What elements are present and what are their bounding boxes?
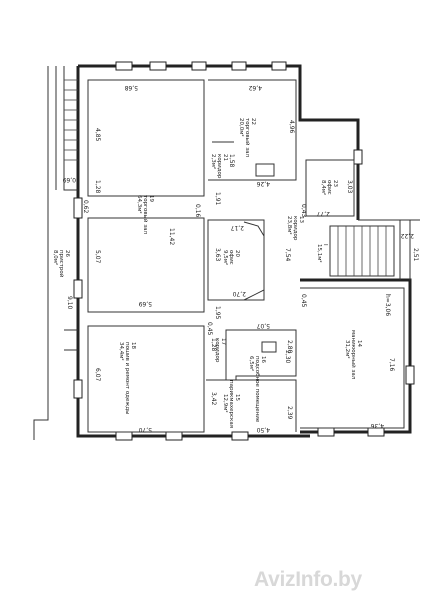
dim-label: 11,42 xyxy=(168,228,175,245)
room-19-number: 19 xyxy=(148,195,154,202)
dim-label: 0,16 xyxy=(194,204,201,218)
room-15-name: парикмахерская xyxy=(228,380,234,428)
room-1-number: I xyxy=(322,244,328,246)
dim-label: 5,68 xyxy=(124,84,138,91)
room-21-number: 21 xyxy=(222,154,228,161)
room-1-area: 15,1м² xyxy=(316,244,323,263)
fixture-22 xyxy=(255,163,275,177)
room-23-number: 23 xyxy=(332,180,338,187)
dim-label: 1,58 xyxy=(228,154,235,168)
dim-label: 2,80 xyxy=(286,340,293,354)
room-23-area: 8,4м² xyxy=(320,180,327,195)
room-16-name: подсобное помещение xyxy=(254,356,260,423)
dim-label: 3,42 xyxy=(210,392,217,406)
room-22-number: 22 xyxy=(250,118,256,125)
room-22-name: торговый зал xyxy=(244,118,251,158)
room-14-number: 14 xyxy=(356,340,362,347)
room-26-name: пристрой xyxy=(58,250,65,278)
watermark: AvizInfo.by xyxy=(254,568,362,592)
room-13-name: коридор xyxy=(292,216,298,241)
windows xyxy=(73,61,415,441)
dim-label: 2,17 xyxy=(230,224,244,231)
annex-26 xyxy=(33,66,78,440)
room-15-number: 15 xyxy=(234,394,240,401)
dim-label: 4,62 xyxy=(248,84,262,91)
room-16-area: 6,5м² xyxy=(248,356,255,371)
dim-label: 0,62 xyxy=(82,200,89,214)
room-14-area: 31,2м² xyxy=(344,340,351,359)
dim-label: 4,50 xyxy=(256,426,270,433)
dim-label: 2,30 xyxy=(284,350,291,364)
dim-label: 5,07 xyxy=(256,322,270,329)
room-20-area: 9,5м² xyxy=(222,250,229,265)
dim-label: 2,70 xyxy=(232,290,246,297)
room-20-number: 20 xyxy=(234,250,240,257)
dim-label: 2,22 xyxy=(400,232,414,239)
room-26-number: 26 xyxy=(64,250,70,257)
dim-label: 2,77 xyxy=(316,210,330,217)
dim-label: 3,63 xyxy=(214,248,221,262)
dim-label: 4,26 xyxy=(256,180,270,187)
room-17-name: коридор xyxy=(214,338,220,363)
room-18-number: 18 xyxy=(130,342,136,349)
watermark-suffix: .by xyxy=(332,568,362,591)
room-labels: 19 торговый зал 64,3м² 22 торговый зал 2… xyxy=(52,118,362,428)
room-20-name: офис xyxy=(228,250,234,265)
room-26-area: 8,0м² xyxy=(52,250,59,265)
room-18-area: 34,4м² xyxy=(118,342,125,361)
room-22-area: 20,0м² xyxy=(238,118,245,137)
dim-label: 0,69 xyxy=(62,176,76,183)
dim-label: 2,39 xyxy=(286,406,293,420)
dim-label: 0,45 xyxy=(206,322,213,336)
dim-label: 7,54 xyxy=(284,248,291,262)
room-14-name: маникюрный зал xyxy=(350,330,357,380)
room-13-number: 13 xyxy=(298,216,304,223)
dim-label: h=3,06 xyxy=(384,294,391,316)
dim-label: 5,07 xyxy=(94,250,101,264)
dim-label: 9,10 xyxy=(66,296,73,310)
room-19-name: торговый зал xyxy=(142,195,149,235)
dim-label: 5,70 xyxy=(138,426,152,433)
sink-fixture xyxy=(261,341,277,353)
stairs xyxy=(329,219,420,280)
dim-label: 1,28 xyxy=(210,338,217,352)
room-13-area: 23,8м² xyxy=(286,216,293,235)
dim-label: 1,28 xyxy=(94,180,101,194)
dimension-labels: 5,68 4,62 4,85 4,96 1,58 4,26 3,03 2,77 … xyxy=(62,84,419,433)
room-23-name: офис xyxy=(326,180,332,195)
dim-label: 0,43 xyxy=(300,204,307,218)
dim-label: 4,96 xyxy=(288,120,295,134)
room-15-area: 12,9м² xyxy=(222,394,229,413)
interior-walls xyxy=(87,79,405,433)
room-16-number: 16 xyxy=(260,356,266,363)
room-21-name: коридор xyxy=(216,154,222,179)
dim-label: 3,03 xyxy=(346,180,353,194)
dim-label: 1,91 xyxy=(214,192,221,206)
dim-label: 6,07 xyxy=(94,368,101,382)
dim-label: 1,95 xyxy=(214,306,221,320)
room-17-number: 17 xyxy=(220,338,226,345)
room-21-area: 2,3м² xyxy=(210,154,217,169)
dim-label: 4,85 xyxy=(94,128,101,142)
dim-label: 4,36 xyxy=(370,422,384,429)
dim-label: 7,16 xyxy=(388,358,395,372)
dim-label: 0,45 xyxy=(300,294,307,308)
dim-label: 5,69 xyxy=(138,300,152,307)
dim-label: 2,51 xyxy=(412,248,419,262)
room-19-area: 64,3м² xyxy=(136,195,143,214)
watermark-main: AvizInfo xyxy=(254,568,333,591)
room-18-name: пошив и ремонт одежды xyxy=(124,342,130,414)
